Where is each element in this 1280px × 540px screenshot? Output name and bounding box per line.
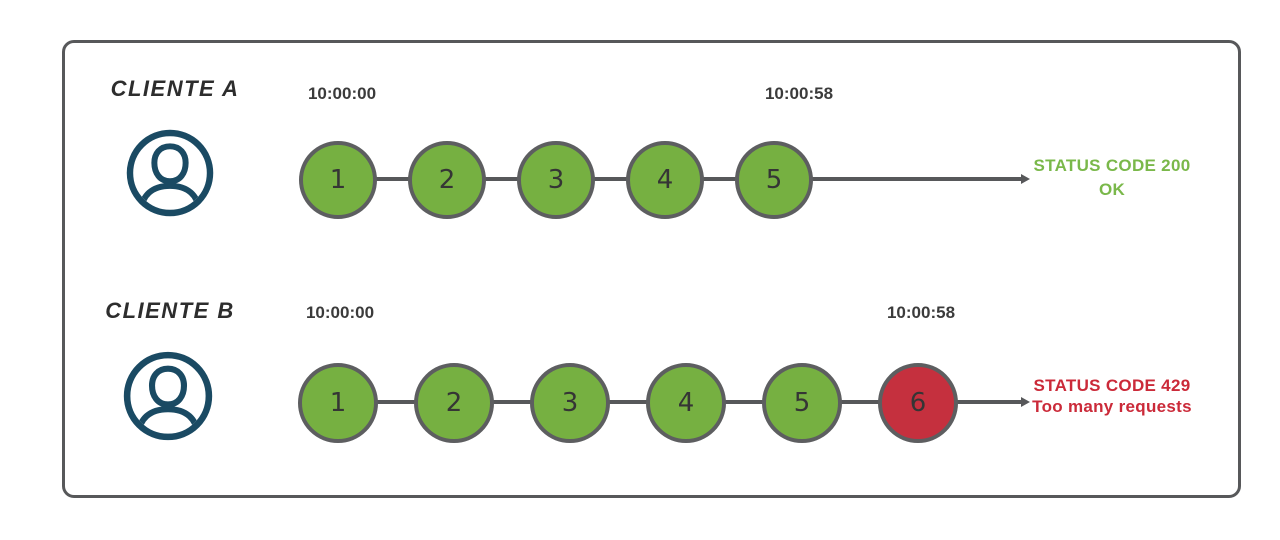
request-number: 3 bbox=[547, 165, 565, 195]
request-node: 3 bbox=[517, 141, 595, 219]
request-node: 2 bbox=[414, 363, 494, 443]
request-node: 4 bbox=[626, 141, 704, 219]
request-number: 4 bbox=[656, 165, 674, 195]
request-number: 4 bbox=[677, 388, 695, 418]
status-code-text: STATUS CODE 429 bbox=[1033, 376, 1191, 395]
diagram-frame bbox=[62, 40, 1241, 498]
status-result-success: STATUS CODE 200 OK bbox=[1026, 154, 1198, 202]
request-number: 5 bbox=[793, 388, 811, 418]
timeline-arrow-tip bbox=[1021, 174, 1030, 184]
request-node: 2 bbox=[408, 141, 486, 219]
request-node: 4 bbox=[646, 363, 726, 443]
request-node: 1 bbox=[299, 141, 377, 219]
request-number: 6 bbox=[909, 388, 927, 418]
request-number: 5 bbox=[765, 165, 783, 195]
client-b-label: CLIENTE B bbox=[105, 298, 235, 323]
status-code-text: STATUS CODE 200 bbox=[1033, 156, 1191, 175]
request-number: 2 bbox=[438, 165, 456, 195]
user-circle-icon bbox=[124, 127, 216, 224]
status-message-text: Too many requests bbox=[1032, 397, 1192, 416]
timeline-end-time: 10:00:58 bbox=[886, 303, 956, 322]
request-number: 1 bbox=[329, 165, 347, 195]
request-number: 2 bbox=[445, 388, 463, 418]
request-number: 3 bbox=[561, 388, 579, 418]
request-node: 3 bbox=[530, 363, 610, 443]
user-circle-icon bbox=[121, 349, 215, 448]
timeline-end-time: 10:00:58 bbox=[764, 84, 834, 103]
timeline-start-time: 10:00:00 bbox=[307, 84, 377, 103]
request-node-blocked: 6 bbox=[878, 363, 958, 443]
request-node: 5 bbox=[762, 363, 842, 443]
client-a-label: CLIENTE A bbox=[110, 76, 240, 101]
request-node: 5 bbox=[735, 141, 813, 219]
status-message-text: OK bbox=[1098, 180, 1126, 199]
request-number: 1 bbox=[329, 388, 347, 418]
request-node: 1 bbox=[298, 363, 378, 443]
timeline-arrow-tip bbox=[1021, 397, 1030, 407]
status-result-rate-limited: STATUS CODE 429 Too many requests bbox=[1026, 375, 1198, 417]
timeline-start-time: 10:00:00 bbox=[305, 303, 375, 322]
